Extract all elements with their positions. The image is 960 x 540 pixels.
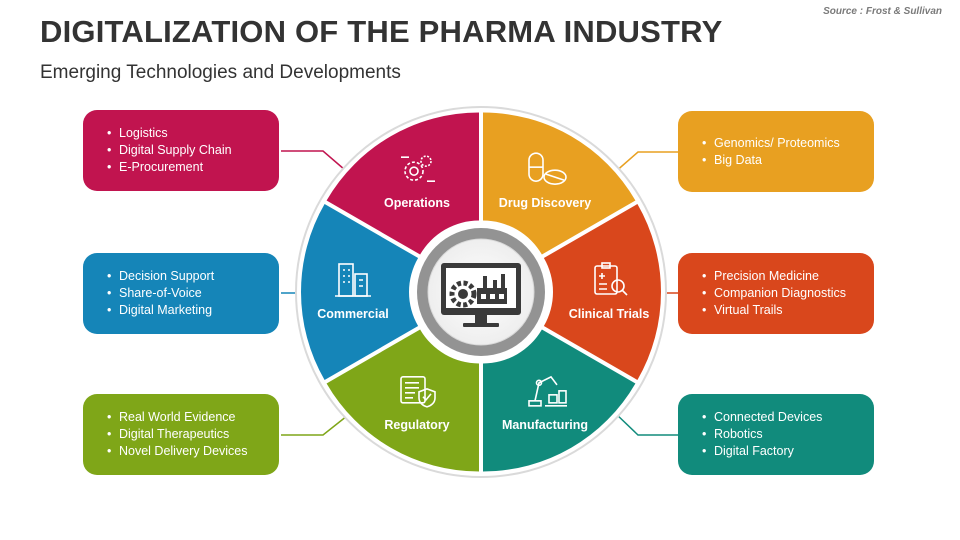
operations-list: Logistics Digital Supply Chain E-Procure… [107,125,232,176]
sector-label: Regulatory [384,418,449,432]
commercial-box: Decision Support Share-of-Voice Digital … [83,253,279,334]
manufacturing-box: Connected Devices Robotics Digital Facto… [678,394,874,475]
connector-line [613,411,678,436]
drug-discovery-list: Genomics/ Proteomics Big Data [702,135,840,169]
list-item: Real World Evidence [107,409,248,426]
page-title: DIGITALIZATION OF THE PHARMA INDUSTRY [40,14,723,49]
wheel-sectors [301,112,661,472]
list-item: Decision Support [107,268,214,285]
list-item: Digital Supply Chain [107,142,232,159]
gears-icon [401,155,435,182]
list-item: Digital Marketing [107,302,214,319]
list-item: Connected Devices [702,409,822,426]
list-item: Novel Delivery Devices [107,443,248,460]
sector-icons [335,152,628,408]
page-subtitle: Emerging Technologies and Developments [40,62,401,83]
clipboard-search-icon [594,262,628,296]
sector-commercial [301,204,419,380]
connector-lines [281,150,678,436]
sector-label: Drug Discovery [499,196,591,210]
list-item: E-Procurement [107,159,232,176]
list-item: Genomics/ Proteomics [702,135,840,152]
sector-label: Commercial [317,307,389,321]
list-item: Companion Diagnostics [702,285,846,302]
list-item: Logistics [107,125,232,142]
connector-line [613,151,678,174]
regulatory-list: Real World Evidence Digital Therapeutics… [107,409,248,460]
monitor-factory-gear-icon [441,263,521,327]
regulatory-box: Real World Evidence Digital Therapeutics… [83,394,279,475]
connector-line [281,150,353,177]
pills-icon [528,152,567,185]
list-item: Digital Therapeutics [107,426,248,443]
commercial-list: Decision Support Share-of-Voice Digital … [107,268,214,319]
list-item: Share-of-Voice [107,285,214,302]
drug-discovery-box: Genomics/ Proteomics Big Data [678,111,874,192]
sector-label: Manufacturing [502,418,588,432]
sector-operations [326,112,479,255]
list-item: Robotics [702,426,822,443]
connector-line [281,411,353,436]
list-item: Virtual Trails [702,302,846,319]
operations-box: Logistics Digital Supply Chain E-Procure… [83,110,279,191]
buildings-icon [335,263,371,297]
list-item: Precision Medicine [702,268,846,285]
manufacturing-list: Connected Devices Robotics Digital Facto… [702,409,822,460]
sector-label: Operations [384,196,450,210]
sector-regulatory [326,329,479,472]
source-note: Source : Frost & Sullivan [823,6,942,17]
clinical-trials-list: Precision Medicine Companion Diagnostics… [702,268,846,319]
sector-label: Clinical Trials [569,307,650,321]
list-item: Digital Factory [702,443,822,460]
list-item: Big Data [702,152,840,169]
robot-arm-icon [528,375,567,407]
checklist-shield-icon [400,376,436,408]
clinical-trials-box: Precision Medicine Companion Diagnostics… [678,253,874,334]
sector-clinical-trials [543,204,661,380]
